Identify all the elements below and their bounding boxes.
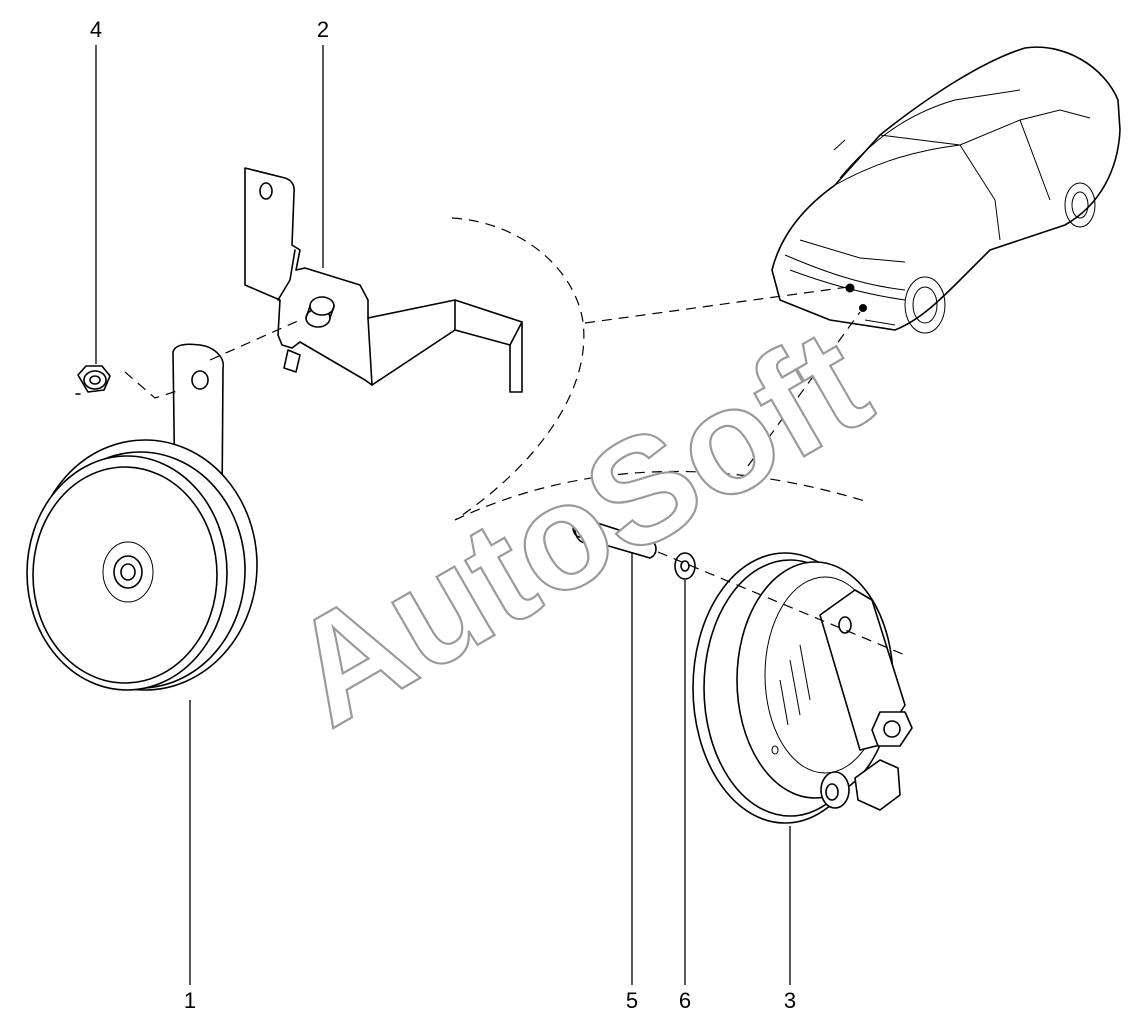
pointer-line-lower (747, 311, 861, 467)
assembly-line-bolt (657, 551, 906, 656)
pointer-line-upper (584, 286, 849, 324)
part-1-horn (26, 343, 258, 691)
zoom-region-outline-lower (454, 470, 869, 521)
part-3-horn (692, 552, 913, 824)
part-6-washer (674, 552, 696, 580)
callout-2: 2 (317, 17, 329, 42)
part-5-bolt (572, 514, 657, 559)
callout-1: 1 (184, 988, 196, 1013)
callout-5: 5 (626, 988, 638, 1013)
callout-4: 4 (90, 17, 102, 42)
car-outline (771, 46, 1121, 334)
assembly-line-nut (124, 371, 181, 399)
part-2-bracket (244, 167, 523, 393)
callout-6: 6 (679, 988, 691, 1013)
part-4-nut (75, 365, 111, 395)
callout-3: 3 (784, 988, 796, 1013)
